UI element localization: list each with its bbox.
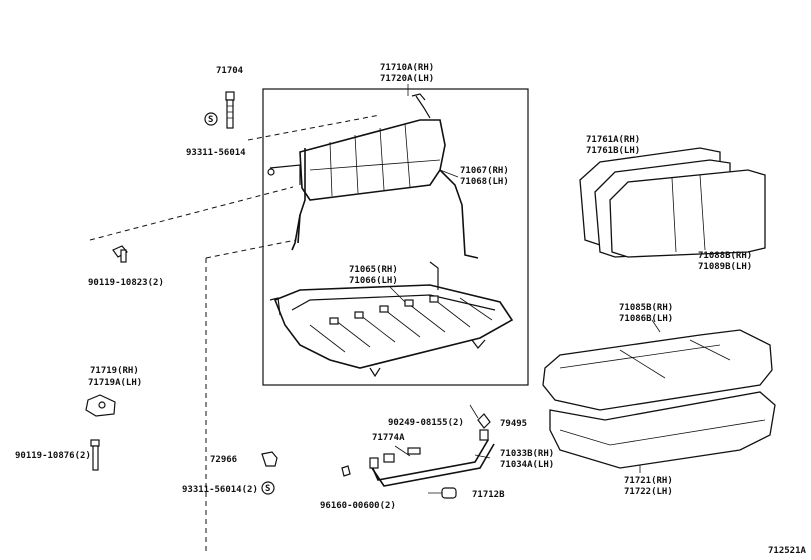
seatback-cushion-pad — [579, 147, 766, 258]
seatback-frame — [267, 93, 479, 259]
label-71067: 71067(RH) — [460, 166, 509, 176]
label-71761b: 71761B(LH) — [586, 146, 640, 156]
label-71086b: 71086B(LH) — [619, 314, 673, 324]
small-parts — [85, 91, 495, 499]
label-71066: 71066(LH) — [349, 276, 398, 286]
seat-frame-assembly-box — [262, 88, 529, 386]
label-71722: 71722(LH) — [624, 487, 673, 497]
diagram-id: 712521A — [768, 546, 807, 556]
label-79495: 79495 — [500, 419, 527, 429]
label-71034a: 71034A(LH) — [500, 460, 554, 470]
label-71774a: 71774A — [372, 433, 405, 443]
part-labels: 71704 93311-56014 71710A(RH) 71720A(LH) … — [15, 63, 807, 556]
label-71721: 71721(RH) — [624, 476, 673, 486]
label-93311-top: 93311-56014 — [186, 148, 246, 158]
label-71085b: 71085B(RH) — [619, 303, 673, 313]
label-71719a: 71719A(LH) — [88, 378, 142, 388]
label-90119-a: 90119-10823(2) — [88, 278, 164, 288]
label-71761a: 71761A(RH) — [586, 135, 640, 145]
label-71710a: 71710A(RH) — [380, 63, 434, 73]
label-71068: 71068(LH) — [460, 177, 509, 187]
label-71704: 71704 — [216, 66, 244, 76]
label-71720a: 71720A(LH) — [380, 74, 434, 84]
label-71719: 71719(RH) — [90, 366, 139, 376]
label-71089b: 71089B(LH) — [698, 262, 752, 272]
label-93311-bot: 93311-56014(2) — [182, 485, 258, 495]
label-72966: 72966 — [210, 455, 237, 465]
seat-cushion-pad — [542, 329, 776, 469]
seat-cushion-frame — [269, 261, 514, 378]
label-96160: 96160-00600(2) — [320, 501, 396, 511]
label-71712b: 71712B — [472, 490, 505, 500]
label-71065: 71065(RH) — [349, 265, 398, 275]
s-mark-bottom: S — [265, 484, 270, 494]
label-90119-b: 90119-10876(2) — [15, 451, 91, 461]
label-90249: 90249-08155(2) — [388, 418, 464, 428]
s-mark-top: S — [208, 115, 213, 125]
label-71033b: 71033B(RH) — [500, 449, 554, 459]
label-71088b: 71088B(RH) — [698, 251, 752, 261]
dashed-leader-lines — [89, 114, 381, 555]
